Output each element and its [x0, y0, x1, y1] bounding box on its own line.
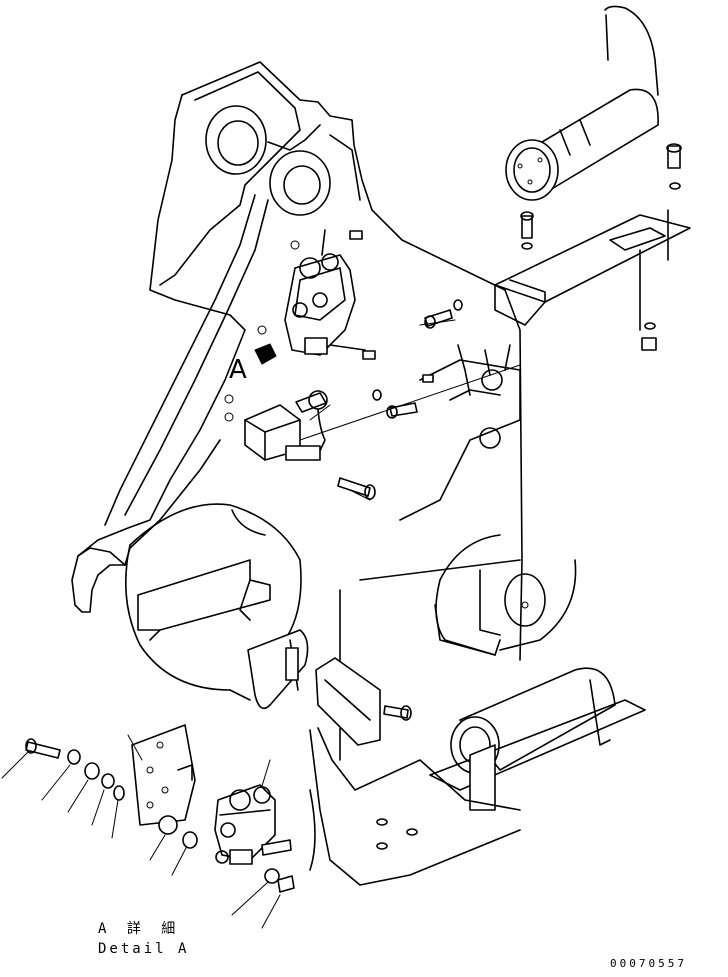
switch-box	[224, 390, 328, 461]
right-lower-frame	[434, 534, 577, 656]
lower-frame	[124, 503, 521, 761]
detail-label-english: Detail A	[98, 941, 190, 957]
detail-label-japanese: A 詳 細	[98, 921, 182, 937]
bracket-plate-upper	[399, 344, 521, 521]
accumulator-lower	[429, 667, 646, 811]
lower-chassis	[309, 727, 521, 886]
drawing-number: 00070557	[610, 957, 687, 970]
view-label-a: A	[229, 355, 247, 385]
loader-frame	[71, 61, 523, 661]
leader-lines	[299, 319, 521, 501]
lower-bracket	[247, 629, 381, 746]
bolts	[337, 143, 682, 721]
accumulator-upper	[494, 5, 691, 331]
valve-assembly-upper	[254, 229, 376, 365]
detail-a-parts	[1, 724, 295, 929]
